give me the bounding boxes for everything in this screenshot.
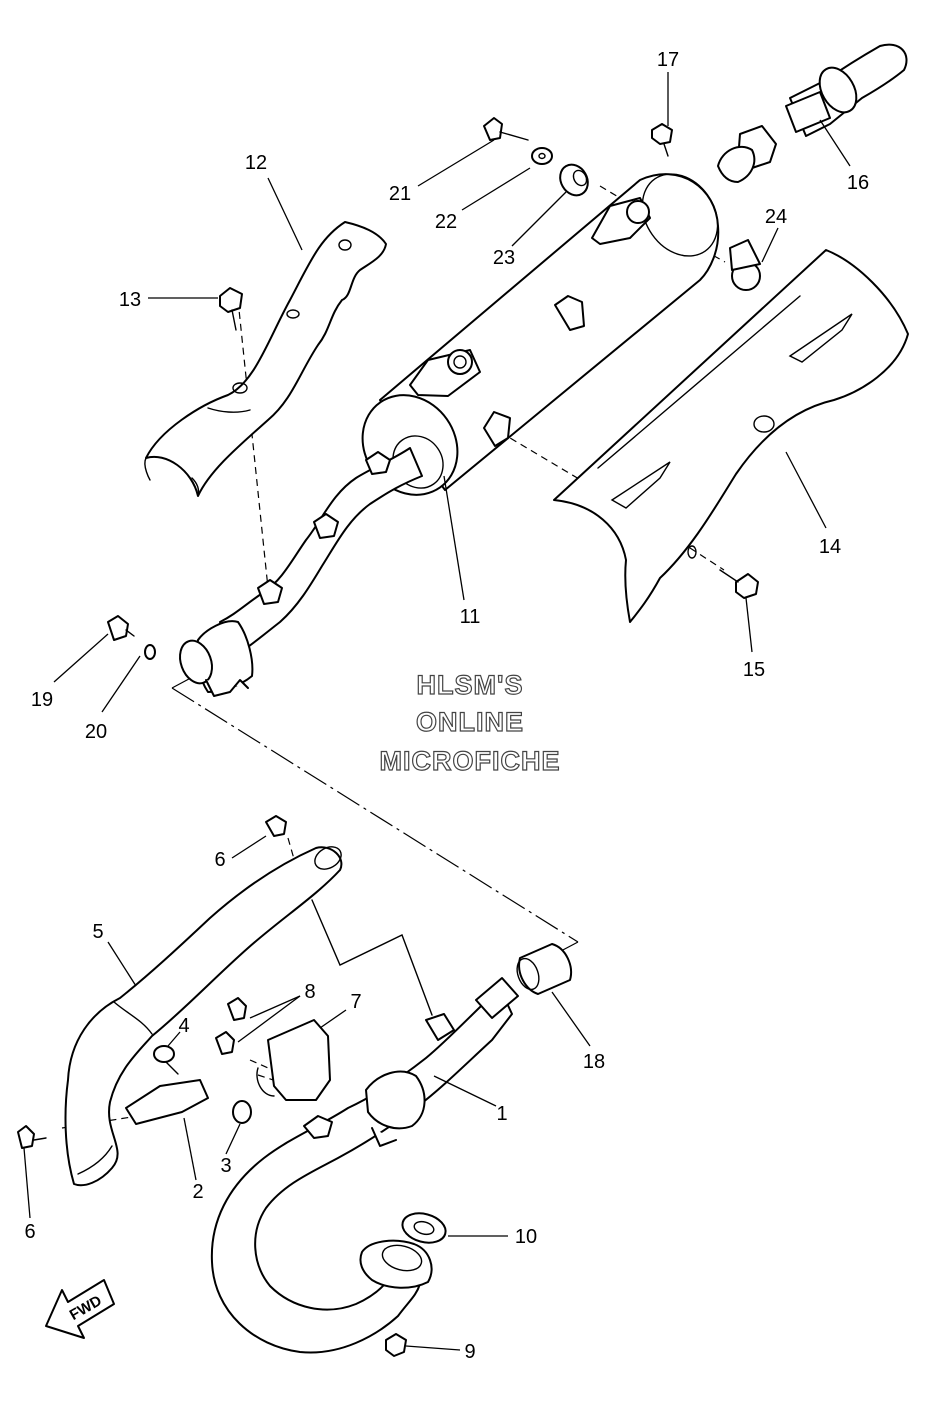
washer-20: [144, 644, 156, 660]
bolt-8b: [215, 1031, 235, 1055]
leader-lines: [23, 72, 851, 1351]
callout-14: 14: [819, 536, 841, 558]
bolt-17: [651, 123, 673, 157]
grommet-23: [559, 163, 589, 197]
callout-20: 20: [85, 721, 107, 743]
callout-8: 8: [304, 981, 315, 1003]
callout-1: 1: [496, 1103, 507, 1125]
callout-labels: 1 2 3 4 5 6 6 7 8 9 10 11 12 13 14 15 16…: [24, 49, 869, 1363]
watermark-line-3: MICROFICHE: [380, 746, 561, 776]
callout-9: 9: [464, 1341, 475, 1363]
callout-24: 24: [765, 206, 787, 228]
link-pipe: [179, 447, 423, 697]
callout-13: 13: [119, 289, 141, 311]
clamp-2: [125, 1079, 209, 1125]
callout-12: 12: [245, 152, 267, 174]
callout-11: 11: [460, 606, 481, 628]
muffler: [361, 173, 720, 496]
bolt-6-left: [17, 1125, 47, 1149]
bolt-15: [719, 569, 759, 599]
callout-15: 15: [743, 659, 765, 681]
callout-5: 5: [92, 921, 103, 943]
heat-shield-muffler: [553, 249, 909, 623]
heat-shield-upper: [144, 221, 387, 497]
bolt-4: [153, 1045, 179, 1075]
bolt-8a: [227, 997, 247, 1021]
watermark: HLSM'S ONLINE MICROFICHE: [379, 669, 561, 776]
bracket-7: [256, 1019, 331, 1101]
tail-pipe: [717, 43, 908, 183]
exhaust-pipe: [210, 977, 519, 1354]
watermark-line-1: HLSM'S: [417, 670, 524, 700]
callout-19: 19: [31, 689, 53, 711]
callout-16: 16: [847, 172, 869, 194]
callout-6-left: 6: [24, 1221, 35, 1243]
callout-23: 23: [493, 247, 515, 269]
callout-4: 4: [178, 1015, 189, 1037]
sleeve-18: [516, 943, 572, 995]
bolt-19: [107, 615, 135, 641]
bolt-21: [483, 117, 529, 141]
exhaust-flange: [359, 1239, 433, 1289]
watermark-line-2: ONLINE: [416, 707, 524, 737]
callout-3: 3: [220, 1155, 231, 1177]
exhaust-pipe-protector: [64, 846, 343, 1187]
bolt-13: [219, 287, 243, 331]
collar-24: [729, 239, 761, 291]
callout-6-top: 6: [214, 849, 225, 871]
washer-22: [531, 147, 553, 165]
callout-21: 21: [389, 183, 411, 205]
gasket-10: [401, 1212, 447, 1244]
callout-18: 18: [583, 1051, 605, 1073]
damper-3: [232, 1100, 252, 1124]
callout-7: 7: [350, 991, 361, 1013]
forward-arrow-icon: FWD: [45, 1279, 115, 1339]
callout-10: 10: [515, 1226, 537, 1248]
callout-17: 17: [657, 49, 679, 71]
nut-9: [385, 1333, 407, 1357]
callout-22: 22: [435, 211, 457, 233]
callout-2: 2: [192, 1181, 203, 1203]
bolt-6-top: [265, 815, 287, 837]
